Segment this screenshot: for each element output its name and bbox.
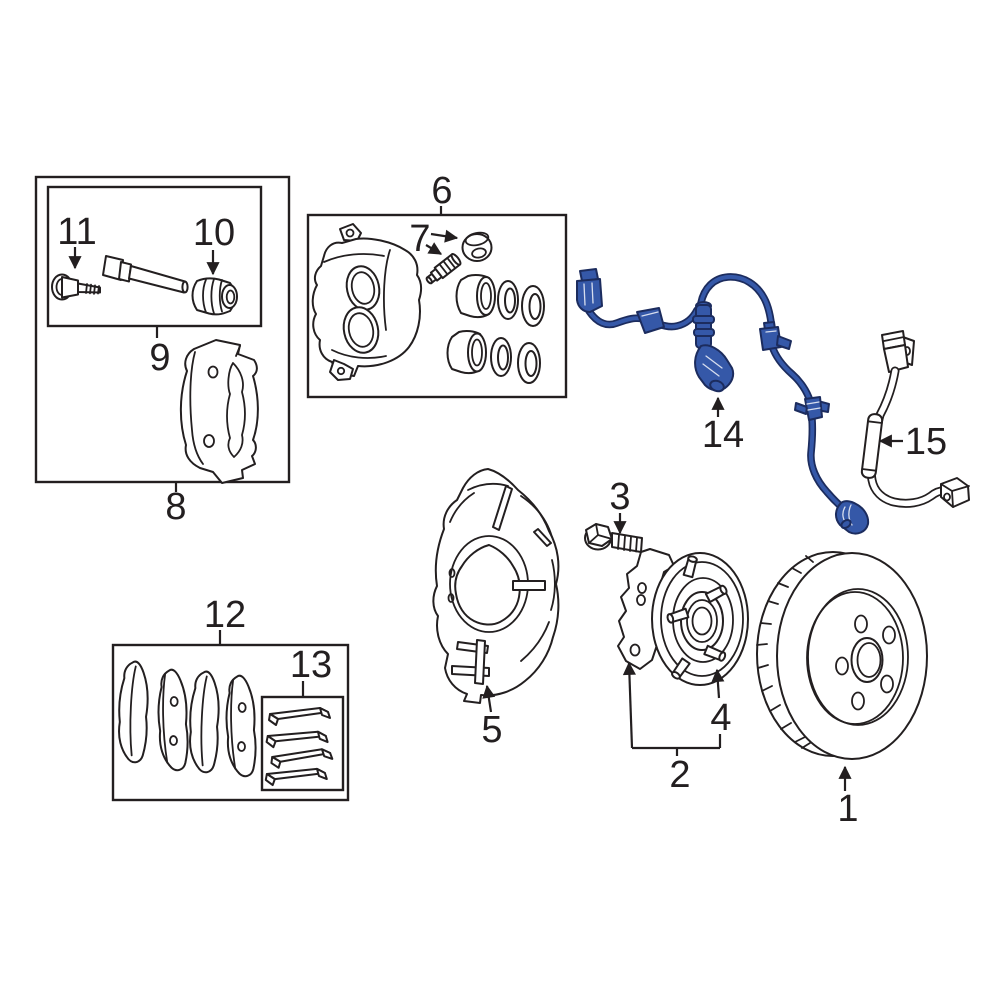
callout-7-arrow-cap bbox=[430, 229, 459, 243]
callout-2-arrow bbox=[622, 661, 636, 749]
wheel-stud bbox=[703, 644, 727, 662]
lug-hole bbox=[854, 614, 868, 634]
harness-clip bbox=[759, 321, 792, 351]
pad-clip bbox=[265, 730, 329, 749]
callout-14-label: 14 bbox=[702, 414, 744, 456]
callout-7-arrow-bleeder bbox=[425, 242, 443, 255]
hub-assembly bbox=[617, 548, 749, 756]
wheel-stud bbox=[666, 607, 690, 624]
caliper-piston bbox=[446, 329, 487, 375]
piston-seal bbox=[490, 337, 541, 384]
callout-6-label: 6 bbox=[431, 170, 452, 212]
brake-caliper bbox=[311, 223, 423, 381]
guide-pin-boot bbox=[191, 277, 238, 316]
shield-slot bbox=[492, 485, 513, 531]
hose-sleeve bbox=[860, 413, 884, 479]
callout-4-arrow bbox=[711, 668, 725, 699]
caliper-bracket bbox=[179, 339, 259, 484]
harness-clip bbox=[636, 307, 665, 334]
caliper-piston-kit-box bbox=[306, 206, 568, 399]
harness-grommet bbox=[692, 301, 715, 349]
callout-15-label: 15 bbox=[905, 421, 947, 463]
brake-hose bbox=[860, 330, 970, 508]
sensor-head bbox=[835, 500, 870, 535]
callout-2-label: 2 bbox=[669, 754, 690, 796]
guide-pin-bolt bbox=[51, 273, 101, 301]
callout-10-label: 10 bbox=[193, 212, 235, 254]
bleeder-screw bbox=[425, 253, 462, 285]
caliper-bracket-kit-box bbox=[34, 175, 291, 492]
callout-8-label: 8 bbox=[165, 486, 186, 528]
caliper-guide-pin bbox=[102, 255, 189, 294]
brake-pad bbox=[118, 660, 149, 764]
lug-hole bbox=[835, 656, 849, 676]
lug-hole bbox=[880, 674, 894, 694]
callout-9-label: 9 bbox=[149, 337, 170, 379]
callout-1-label: 1 bbox=[837, 788, 858, 830]
rotor-vane-hatching bbox=[756, 555, 814, 749]
lug-hole bbox=[851, 691, 865, 711]
wheel-stud bbox=[671, 657, 691, 680]
wheel-stud bbox=[682, 555, 698, 579]
brake-pad bbox=[157, 668, 189, 772]
brake-rotor bbox=[756, 551, 928, 791]
pad-clip bbox=[270, 748, 334, 769]
hose-end-fitting bbox=[940, 477, 970, 508]
sensor-bracket bbox=[694, 344, 735, 393]
pad-clip bbox=[264, 767, 328, 787]
harness-clip bbox=[794, 396, 830, 421]
callout-5-label: 5 bbox=[481, 709, 502, 751]
callout-labels: 1 2 3 4 5 6 7 8 9 10 11 12 13 14 15 bbox=[57, 170, 947, 830]
callout-11-label: 11 bbox=[57, 211, 96, 253]
callout-3-label: 3 bbox=[609, 476, 630, 518]
caliper-piston bbox=[455, 273, 496, 319]
abs-sensor-harness bbox=[576, 268, 870, 535]
callout-2-bracket bbox=[632, 734, 722, 756]
wheel-stud bbox=[704, 584, 728, 603]
callout-5-arrow bbox=[482, 684, 496, 713]
callout-12-label: 12 bbox=[204, 594, 246, 636]
callout-7-label: 7 bbox=[409, 218, 430, 260]
splash-shield bbox=[432, 468, 560, 713]
bleeder-cap bbox=[461, 231, 493, 262]
hub-bolt bbox=[584, 513, 643, 553]
brake-pad-set-box bbox=[111, 630, 350, 802]
brake-pad bbox=[225, 674, 257, 778]
piston-seal bbox=[497, 280, 545, 327]
lug-hole bbox=[882, 625, 896, 645]
brake-pad bbox=[189, 670, 220, 774]
shield-slot bbox=[512, 580, 546, 591]
pad-clip bbox=[268, 707, 331, 726]
callout-13-label: 13 bbox=[290, 644, 332, 686]
callout-4-label: 4 bbox=[710, 697, 731, 739]
harness-connector bbox=[576, 268, 603, 313]
